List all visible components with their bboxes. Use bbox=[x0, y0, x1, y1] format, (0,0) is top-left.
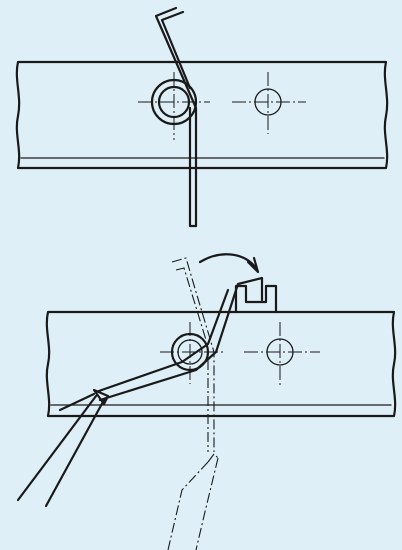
pliers-jaw-upper bbox=[44, 398, 106, 508]
spring-phantom-position bbox=[171, 257, 215, 452]
pliers-tip bbox=[92, 388, 110, 406]
pliers-phantom-tip bbox=[207, 453, 219, 463]
pliers-upper-blade bbox=[58, 392, 96, 412]
pliers-jaw-lower bbox=[16, 394, 98, 502]
spring-hook-bracket bbox=[234, 284, 278, 314]
step-2-view bbox=[16, 253, 397, 550]
spring-wire-tensioned bbox=[94, 276, 264, 402]
step-1-view bbox=[15, 6, 389, 228]
rail-bottom bbox=[45, 310, 397, 418]
rail-top bbox=[15, 60, 389, 170]
spring-wire-upright bbox=[154, 6, 198, 228]
motion-arrow-curve bbox=[198, 253, 258, 270]
pliers-phantom-jaw-2 bbox=[195, 457, 219, 550]
pliers-phantom-jaw-1 bbox=[167, 461, 209, 550]
spring-wire-upright-2 bbox=[188, 106, 198, 228]
motion-arrow-head bbox=[246, 256, 260, 274]
